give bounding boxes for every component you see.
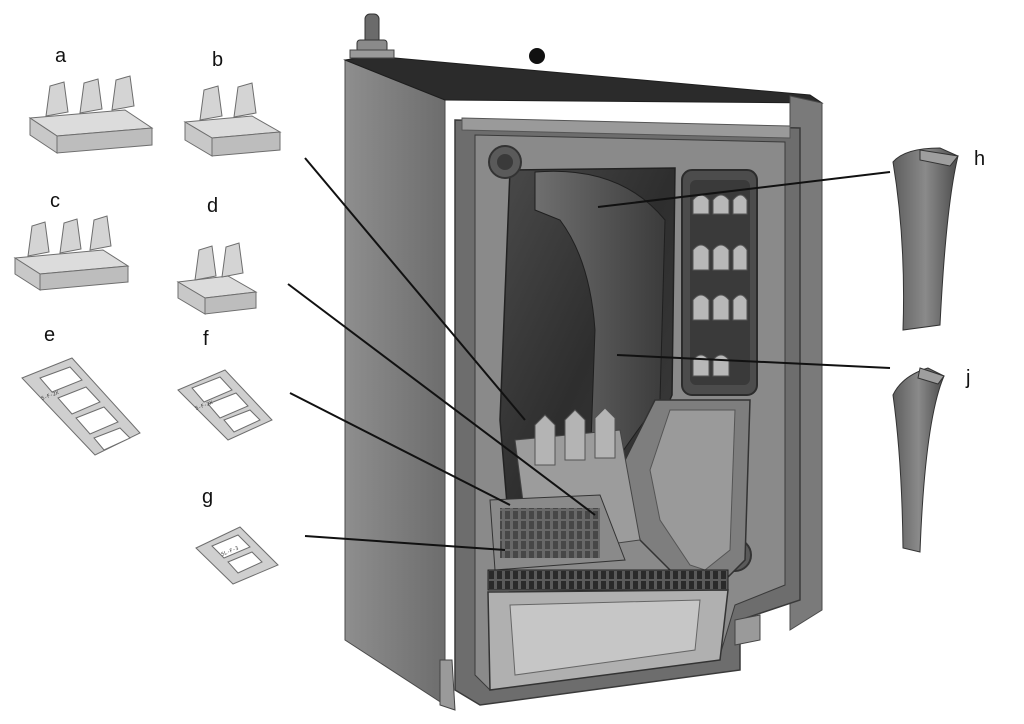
part-j-curved-deflector-small bbox=[892, 367, 945, 553]
part-h-curved-deflector-large bbox=[892, 147, 959, 331]
label-g: g bbox=[202, 486, 213, 508]
leader-line-d bbox=[287, 283, 596, 516]
part-e-grate-plate-four-slot: S-F-2X bbox=[21, 357, 141, 456]
boiler-body bbox=[343, 13, 824, 711]
label-c: c bbox=[50, 190, 60, 212]
label-h: h bbox=[974, 148, 985, 170]
leader-line-b bbox=[304, 157, 526, 421]
grate-plates bbox=[489, 494, 626, 571]
label-f: f bbox=[203, 328, 209, 350]
boiler-left-foot bbox=[439, 659, 456, 711]
leader-lines bbox=[287, 157, 891, 551]
leader-line-j bbox=[616, 354, 891, 369]
part-b-comb-brick-double bbox=[183, 82, 282, 157]
label-b: b bbox=[212, 49, 223, 71]
part-c-comb-brick-triple bbox=[13, 215, 130, 291]
part-d-comb-brick-single bbox=[176, 242, 258, 315]
boiler-right-foot bbox=[734, 614, 761, 646]
curved-baffle-plate bbox=[534, 170, 666, 481]
lid-knob bbox=[529, 48, 545, 64]
top-flue-bank bbox=[461, 117, 791, 139]
leader-line-h bbox=[597, 171, 891, 208]
label-e: e bbox=[44, 324, 55, 346]
part-e-stamp: S-F-2X bbox=[41, 390, 60, 402]
part-f-grate-plate-three-slot: S-F-2X bbox=[177, 369, 273, 441]
grate-bar-row bbox=[487, 569, 729, 591]
label-a: a bbox=[55, 45, 67, 67]
right-tube-column bbox=[681, 169, 758, 396]
leader-line-g bbox=[304, 535, 506, 551]
boiler-left-side-panel bbox=[344, 59, 446, 706]
part-f-stamp: S-F-2X bbox=[195, 400, 214, 412]
label-j: j bbox=[965, 367, 970, 389]
part-a-comb-brick-triple bbox=[28, 75, 154, 154]
lid-handle bbox=[349, 13, 395, 59]
part-g-grate-plate-two-slot: SL-F-3 bbox=[195, 526, 279, 585]
leader-line-f bbox=[289, 392, 511, 506]
label-d: d bbox=[207, 195, 218, 217]
